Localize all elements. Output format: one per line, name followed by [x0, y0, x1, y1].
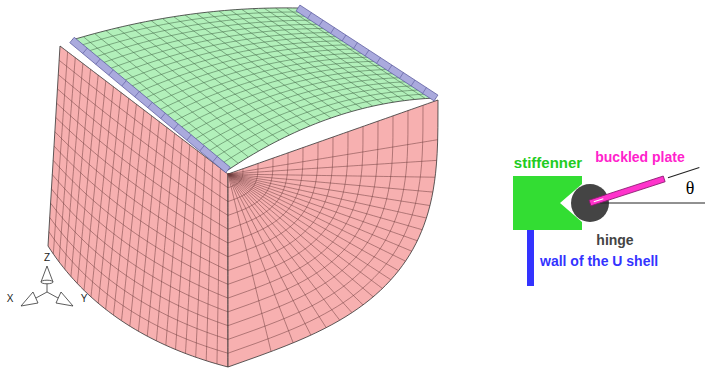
axis-label: Y: [81, 293, 88, 304]
plate-group: [589, 165, 700, 206]
strip-tick: [109, 70, 113, 75]
mesh-line: [50, 217, 228, 339]
part-name: hinge: [596, 233, 633, 248]
mesh-line: [200, 82, 411, 147]
axis-cone: [41, 266, 53, 282]
strip-tick: [377, 58, 381, 64]
axis-label: Z: [44, 252, 50, 263]
axis-triad: [21, 266, 73, 306]
buckled-plate: [589, 176, 665, 206]
strip-tick: [342, 35, 346, 41]
part-name: buckled plate: [595, 150, 684, 165]
mesh-line: [51, 189, 228, 312]
strip-tick: [200, 146, 204, 151]
axis-cone: [56, 292, 73, 306]
hinge-schematic: [513, 165, 705, 286]
strip-tick: [187, 135, 191, 140]
strip-tick: [388, 65, 392, 71]
axis-cone: [21, 292, 38, 306]
fe-mesh: [48, 5, 438, 367]
mesh-line: [93, 20, 317, 57]
mesh-line: [86, 16, 310, 52]
strip-tick: [148, 102, 152, 107]
axis-line: [47, 292, 58, 298]
mesh-line: [193, 78, 405, 141]
part-name: stiffenner: [514, 155, 582, 172]
mesh-line: [52, 175, 228, 299]
reference-line: [600, 203, 705, 204]
strip-tick: [423, 88, 427, 94]
strip-tick: [83, 48, 87, 53]
mesh-line: [51, 203, 228, 326]
strip-tick: [161, 113, 165, 118]
strip-tick: [319, 20, 323, 26]
mesh-line: [122, 37, 342, 82]
strip-tick: [96, 59, 100, 64]
mesh-line: [49, 232, 228, 353]
mesh-line: [214, 90, 424, 158]
mesh-line: [207, 86, 417, 153]
mesh-line: [221, 94, 430, 164]
strip-tick: [400, 73, 404, 79]
stiffener-strip: [70, 37, 230, 172]
strip-tick: [213, 156, 217, 161]
angle-symbol: θ: [686, 179, 695, 199]
angle-line: [668, 167, 699, 177]
mesh-line: [185, 73, 398, 134]
strip-tick: [308, 13, 312, 19]
axis-cone: [41, 280, 53, 284]
strip-tick: [122, 81, 126, 86]
axis-label: X: [7, 293, 14, 304]
stiffener-strip: [296, 5, 438, 101]
strip-tick: [354, 43, 358, 49]
mesh-line: [228, 163, 258, 201]
mesh-line: [129, 41, 348, 88]
strip-tick: [174, 124, 178, 129]
mesh-line: [53, 160, 228, 284]
mesh-line: [136, 45, 355, 93]
axis-line: [36, 292, 47, 298]
mesh-line: [228, 169, 243, 188]
strip-tick: [331, 28, 335, 34]
mesh-line: [178, 69, 392, 128]
strip-tick: [135, 91, 139, 96]
mesh-line: [54, 146, 228, 271]
strip-tick: [411, 80, 415, 86]
plate-mark: [594, 199, 604, 202]
mesh-line: [143, 49, 361, 99]
part-name: wall of the U shell: [540, 254, 658, 269]
strip-tick: [365, 50, 369, 56]
mesh-line: [107, 28, 329, 69]
mesh-line: [228, 158, 273, 215]
